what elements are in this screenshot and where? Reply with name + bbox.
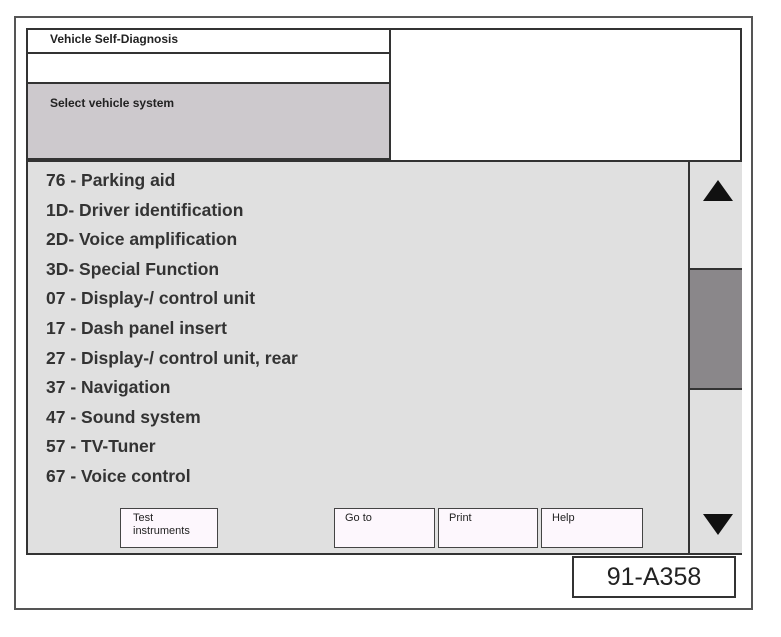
list-item[interactable]: 67 - Voice control bbox=[46, 465, 191, 486]
list-item[interactable]: 37 - Navigation bbox=[46, 377, 171, 398]
list-item[interactable]: 3D- Special Function bbox=[46, 258, 220, 279]
triangle-down-icon[interactable] bbox=[703, 514, 733, 535]
test-instruments-button[interactable]: Test instruments bbox=[120, 508, 218, 548]
status-field bbox=[28, 54, 391, 84]
prompt-panel: Select vehicle system bbox=[28, 84, 391, 160]
print-button[interactable]: Print bbox=[438, 508, 538, 548]
scroll-thumb[interactable] bbox=[690, 268, 742, 390]
figure-frame: Vehicle Self-Diagnosis Select vehicle sy… bbox=[14, 16, 753, 610]
figure-reference-label: 91-A358 bbox=[572, 556, 736, 598]
screen-title: Vehicle Self-Diagnosis bbox=[28, 30, 391, 54]
triangle-up-icon[interactable] bbox=[703, 180, 733, 201]
diagnosis-screen: Vehicle Self-Diagnosis Select vehicle sy… bbox=[26, 28, 742, 555]
list-item[interactable]: 1D- Driver identification bbox=[46, 199, 244, 220]
list-item[interactable]: 76 - Parking aid bbox=[46, 170, 176, 190]
help-button[interactable]: Help bbox=[541, 508, 643, 548]
test-instruments-label-line1: Test bbox=[133, 512, 154, 524]
list-item[interactable]: 2D- Voice amplification bbox=[46, 229, 238, 250]
list-item[interactable]: 17 - Dash panel insert bbox=[46, 317, 227, 338]
system-list-panel: 76 - Parking aid 1D- Driver identificati… bbox=[28, 160, 690, 553]
go-to-button[interactable]: Go to bbox=[334, 508, 435, 548]
vertical-scrollbar[interactable] bbox=[690, 160, 742, 553]
list-item[interactable]: 07 - Display-/ control unit bbox=[46, 288, 256, 309]
list-item[interactable]: 47 - Sound system bbox=[46, 406, 201, 427]
list-item[interactable]: 27 - Display-/ control unit, rear bbox=[46, 347, 298, 368]
test-instruments-label-line2: instruments bbox=[133, 525, 190, 537]
list-item[interactable]: 57 - TV-Tuner bbox=[46, 436, 156, 457]
system-list: 76 - Parking aid 1D- Driver identificati… bbox=[46, 166, 298, 492]
